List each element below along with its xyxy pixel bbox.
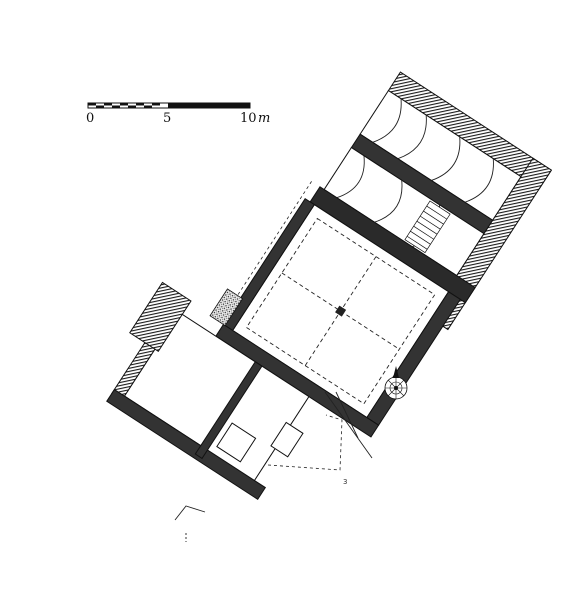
scale-label-0: 0 [86, 111, 95, 126]
lower-wall-south [106, 388, 267, 501]
lower-annex-block [129, 281, 192, 352]
small-cell-2 [270, 421, 304, 458]
bottom-stub [174, 505, 206, 542]
hall-pier [335, 305, 347, 317]
dashed-outline-west [237, 181, 312, 296]
scale-label-10: 10 [240, 111, 257, 126]
stair [404, 200, 451, 254]
lower-divider [194, 361, 263, 460]
north-arrow-icon [384, 366, 408, 400]
small-annotation-mark: 3 [343, 478, 348, 486]
scale-label-5: 5 [163, 111, 172, 126]
dotted-fill-block [209, 288, 244, 327]
dashed-annex-outline [267, 414, 343, 471]
scale-bar [87, 102, 251, 109]
boundary-lines [324, 391, 373, 459]
building-plan [106, 71, 553, 501]
small-cell [216, 422, 257, 463]
scale-unit-label: m [258, 111, 271, 126]
